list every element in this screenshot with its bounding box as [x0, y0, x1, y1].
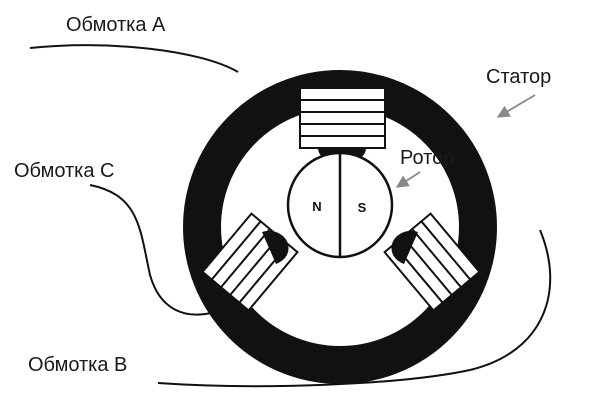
rotor-north-label: N: [312, 199, 321, 214]
pole-shoe-b: [391, 230, 418, 264]
winding-a-label: Обмотка А: [66, 14, 166, 36]
winding-a-wire: [29, 44, 239, 73]
stator-arrow: [496, 94, 536, 118]
rotor-arrow: [395, 171, 421, 188]
winding-b-label: Обмотка В: [28, 354, 127, 376]
winding-b-wire: [157, 229, 552, 388]
stator-label: Статор: [486, 66, 551, 88]
rotor-label: Ротор: [400, 147, 454, 169]
pole-shoe-c: [262, 230, 289, 264]
winding-c-wire: [89, 184, 216, 316]
winding-c-label: Обмотка С: [14, 160, 114, 182]
rotor-south-label: S: [358, 200, 367, 215]
